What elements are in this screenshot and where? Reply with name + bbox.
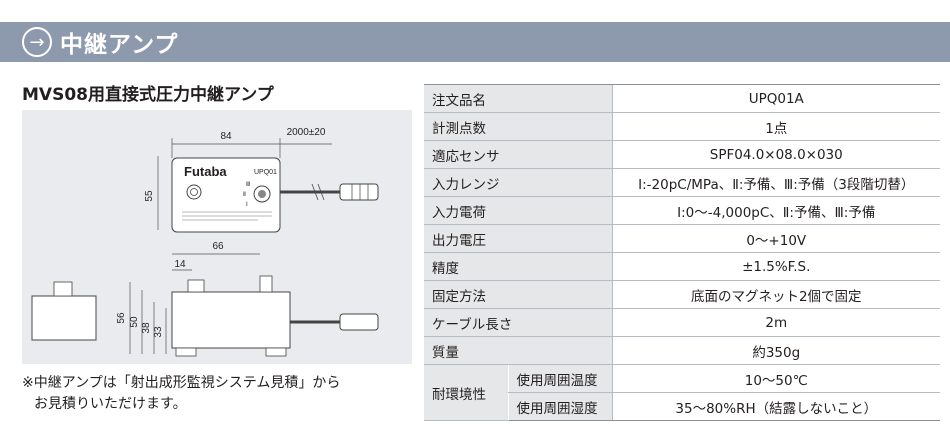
spec-label: 固定方法 [424, 280, 612, 309]
section-header: → 中継アンプ [0, 22, 950, 62]
cable-break-2 [317, 183, 325, 201]
dimension-diagram: 84 2000±20 55 Futaba UPQ01 Ⅲ Ⅱ Ⅰ 66 14 [22, 110, 412, 364]
spec-label: ケーブル長さ [424, 308, 612, 337]
magnet-left [175, 347, 197, 357]
spec-label: 計測点数 [424, 112, 612, 141]
spec-label: 適応センサ [424, 140, 612, 169]
note-line-1: ※中継アンプは「射出成形監視システム見積」から [22, 375, 341, 391]
brand-label: Futaba [184, 164, 227, 179]
cable-connector-top [339, 183, 379, 201]
cable-break-1 [311, 183, 319, 201]
spec-sub-label: 使用周囲湿度 [507, 392, 612, 421]
spec-row: 精度±1.5%F.S. [424, 252, 940, 281]
spec-value: 35〜80%RH（結露しないこと） [611, 392, 940, 421]
amp-top-body [171, 157, 281, 233]
spec-value: UPQ01A [611, 84, 940, 113]
connector-inner [190, 188, 198, 196]
spec-value: 0〜+10V [611, 224, 940, 253]
spec-row: 質量約350g [424, 336, 940, 365]
spec-value: Ⅰ:0〜-4,000pC、Ⅱ:予備、Ⅲ:予備 [611, 196, 940, 225]
spec-row: 固定方法底面のマグネット2個で固定 [424, 280, 940, 309]
spec-value: Ⅰ:-20pC/MPa、Ⅱ:予備、Ⅲ:予備（3段階切替） [611, 168, 940, 197]
model-label: UPQ01 [254, 169, 277, 176]
switch-label-3: Ⅲ [246, 182, 250, 188]
quote-note: ※中継アンプは「射出成形監視システム見積」から お見積りいただけます。 [22, 373, 412, 415]
spec-value: 1点 [611, 112, 940, 141]
dim-base-label: 66 [212, 241, 224, 252]
diagram-svg: 84 2000±20 55 Futaba UPQ01 Ⅲ Ⅱ Ⅰ 66 14 [31, 127, 379, 357]
range-switch-knob [258, 190, 266, 198]
connector-port [186, 184, 202, 200]
spec-value: 底面のマグネット2個で固定 [611, 280, 940, 309]
side-port [187, 279, 205, 293]
dim-offset-label: 14 [174, 259, 186, 270]
dim-h56-label: 56 [116, 312, 127, 324]
spec-sub-label: 使用周囲温度 [507, 364, 612, 393]
spec-label: 質量 [424, 336, 612, 365]
spec-value: ±1.5%F.S. [611, 252, 940, 281]
cable-connector-side [339, 313, 379, 331]
sensor-front-body [31, 295, 97, 341]
dim-cable-label: 2000±20 [287, 127, 326, 138]
dim-height-label: 55 [144, 190, 155, 202]
spec-label: 注文品名 [424, 84, 612, 113]
switch-label-2: Ⅱ [243, 192, 246, 198]
spec-label: 精度 [424, 252, 612, 281]
spec-group-label: 耐環境性 [424, 364, 508, 421]
spec-label: 入力レンジ [424, 168, 612, 197]
spec-label: 出力電圧 [424, 224, 612, 253]
sensor-front-port [53, 281, 73, 297]
amp-side-body [171, 291, 291, 349]
dim-width-label: 84 [220, 131, 232, 142]
spec-value: 約350g [611, 336, 940, 365]
dim-h38-label: 38 [141, 322, 152, 334]
spec-value: SPF04.0×08.0×030 [611, 140, 940, 169]
product-subtitle: MVS08用直接式圧力中継アンプ [22, 85, 274, 105]
spec-value: 10〜50℃ [611, 364, 940, 393]
side-switch [259, 275, 273, 293]
switch-label-1: Ⅰ [246, 202, 248, 208]
range-switch [253, 185, 271, 203]
spec-label: 入力電荷 [424, 196, 612, 225]
spec-value: 2m [611, 308, 940, 337]
dim-h50-label: 50 [129, 316, 140, 328]
section-title: 中継アンプ [60, 32, 179, 58]
arrow-right-circle-icon: → [22, 27, 52, 57]
dim-h33-label: 33 [153, 326, 164, 338]
magnet-right [265, 347, 287, 357]
note-line-2: お見積りいただけます。 [34, 396, 187, 412]
